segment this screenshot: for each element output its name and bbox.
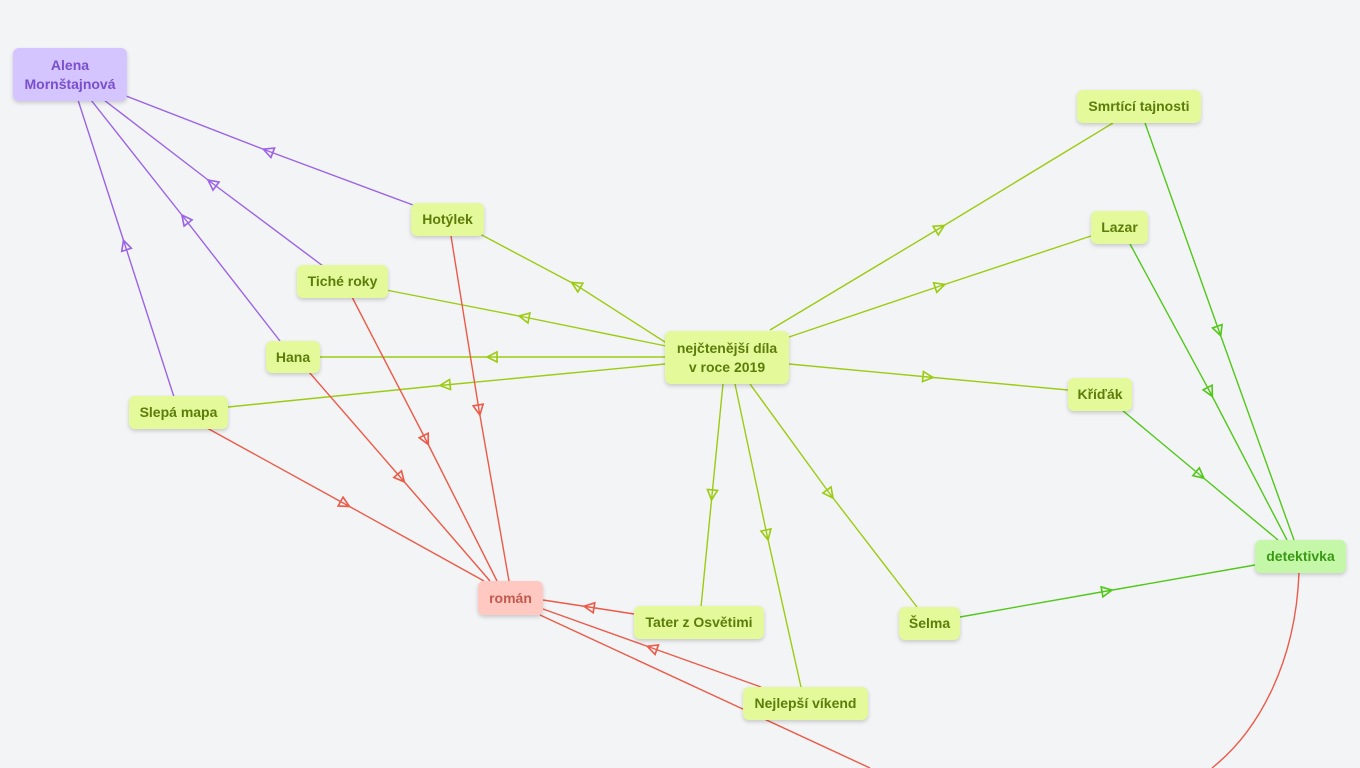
edge-roman-offscreen <box>539 614 871 768</box>
node-lazar[interactable]: Lazar <box>1091 211 1148 244</box>
edge-tater-roman <box>542 599 635 615</box>
node-detektivka-label: detektivka <box>1266 548 1335 564</box>
node-author[interactable]: Alena Mornštajnová <box>13 48 127 101</box>
edge-lazar-detektivka <box>1129 243 1288 541</box>
node-roman[interactable]: román <box>478 581 543 615</box>
author-line2: Mornštajnová <box>24 75 116 92</box>
center-topic-line2: v roce 2019 <box>688 358 766 375</box>
node-tater[interactable]: Tater z Osvětimi <box>634 606 764 639</box>
edge-hotylek-author <box>125 95 414 206</box>
edge-hana-author <box>90 99 281 342</box>
edge-center-lazar <box>788 235 1092 338</box>
node-nejlepsi-vikend[interactable]: Nejlepší víkend <box>743 687 868 720</box>
edge-center-kridak <box>788 363 1069 391</box>
node-roman-label: román <box>489 589 532 606</box>
node-hana-label: Hana <box>275 348 311 365</box>
edge-detektivka-offscreen <box>1211 571 1300 768</box>
edge-center-selma <box>749 383 918 608</box>
center-topic-line1: nejčtenější díla <box>676 339 778 356</box>
author-line1: Alena <box>50 56 90 73</box>
node-hotylek[interactable]: Hotýlek <box>411 203 484 236</box>
edge-center-tater <box>700 383 724 608</box>
node-hotylek-label: Hotýlek <box>422 211 473 227</box>
edge-center-smrtici-tajnosti <box>769 122 1114 331</box>
node-tater-label: Tater z Osvětimi <box>645 614 753 630</box>
edge-tiche-roky-author <box>103 99 324 267</box>
node-selma-label: Šelma <box>908 615 951 631</box>
edge-slepa-mapa-roman <box>206 427 485 582</box>
edge-slepa-mapa-author <box>77 99 175 398</box>
node-detektivka[interactable]: detektivka <box>1255 540 1346 573</box>
edge-center-slepa-mapa <box>227 363 666 408</box>
node-nejlepsi-vikend-label: Nejlepší víkend <box>754 695 857 711</box>
node-tiche-roky[interactable]: Tiché roky <box>297 265 388 298</box>
edge-hotylek-roman <box>450 235 510 582</box>
edge-tiche-roky-roman <box>351 296 498 582</box>
node-kridak-label: Kříďák <box>1077 386 1123 402</box>
node-slepa-mapa[interactable]: Slepá mapa <box>129 396 228 429</box>
node-smrtici-tajnosti[interactable]: Smrtící tajnosti <box>1077 90 1201 123</box>
node-smrtici-tajnosti-label: Smrtící tajnosti <box>1088 98 1190 114</box>
edge-center-hotylek <box>477 232 669 345</box>
edge-kridak-detektivka <box>1121 409 1279 541</box>
node-kridak[interactable]: Kříďák <box>1068 378 1132 411</box>
node-hana[interactable]: Hana <box>266 341 320 373</box>
edge-smrtici-tajnosti-detektivka <box>1144 122 1295 541</box>
edge-hana-roman <box>308 371 491 582</box>
node-lazar-label: Lazar <box>1101 219 1138 235</box>
edge-nejlepsi-vikend-roman <box>542 608 762 688</box>
edge-center-nejlepsi-vikend <box>734 383 802 688</box>
node-tiche-roky-label: Tiché roky <box>307 273 378 289</box>
node-slepa-mapa-label: Slepá mapa <box>139 404 218 420</box>
node-center-topic[interactable]: nejčtenější díla v roce 2019 <box>665 331 789 384</box>
edge-selma-detektivka <box>959 564 1256 618</box>
edge-center-tiche-roky <box>385 289 667 347</box>
node-selma[interactable]: Šelma <box>899 607 960 640</box>
